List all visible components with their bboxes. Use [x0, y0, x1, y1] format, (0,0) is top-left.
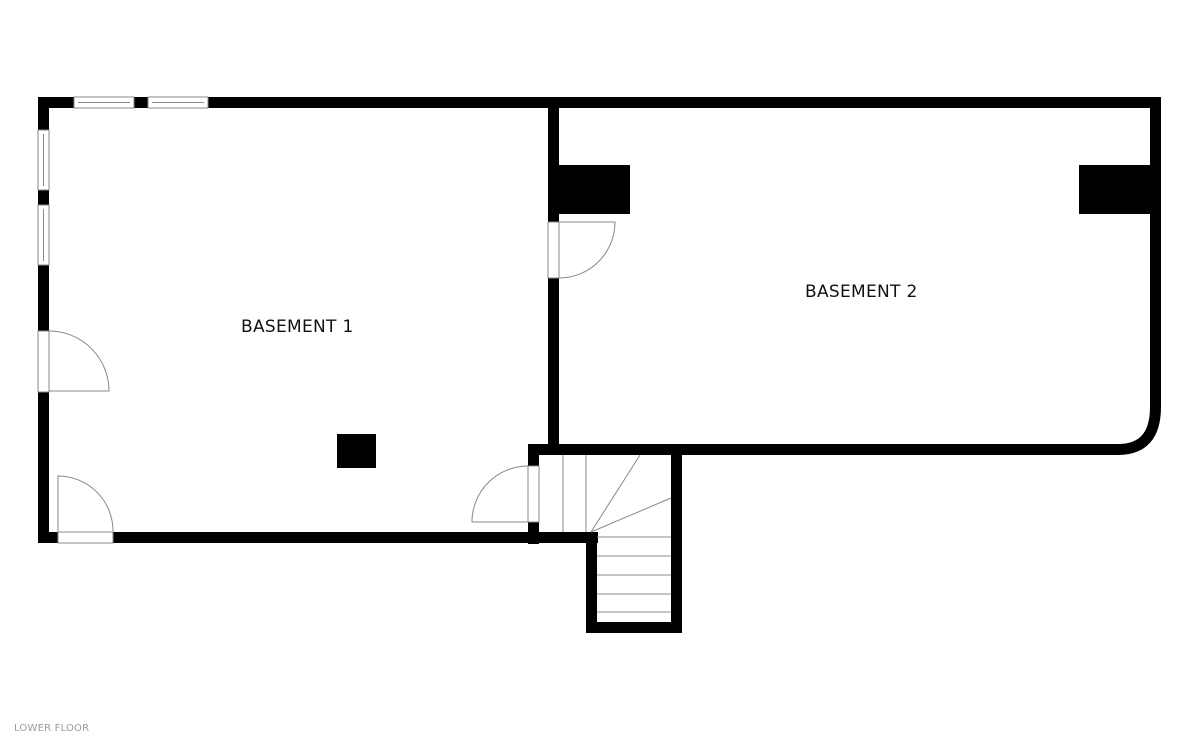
floor-label: LOWER FLOOR [14, 723, 90, 734]
rounded-corner-wall [1117, 406, 1161, 455]
doors [37, 221, 616, 544]
windows [37, 96, 209, 266]
columns [337, 165, 1150, 468]
staircase [562, 454, 672, 613]
room-label-basement-1: BASEMENT 1 [241, 317, 354, 337]
room-label-basement-2: BASEMENT 2 [805, 282, 918, 302]
